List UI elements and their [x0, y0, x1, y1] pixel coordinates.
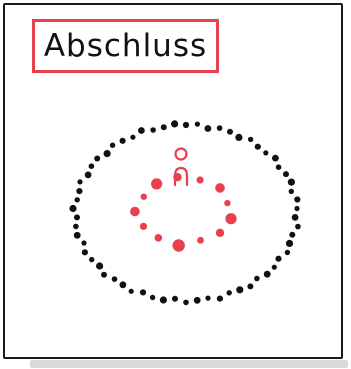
inner-dot	[151, 178, 162, 189]
outer-dot	[69, 205, 76, 212]
outer-dot	[73, 224, 79, 230]
outer-dot	[112, 276, 118, 282]
outer-dot	[272, 265, 277, 270]
outer-dot	[205, 296, 210, 301]
outer-dot	[294, 196, 300, 202]
inner-dot	[141, 194, 147, 200]
outer-dot	[85, 172, 92, 179]
outer-dot	[120, 138, 126, 144]
inner-dot	[130, 207, 140, 217]
outer-dot	[74, 232, 81, 239]
outer-dot	[195, 122, 200, 127]
outer-dot	[81, 240, 86, 245]
outer-dot	[94, 156, 100, 162]
inner-dot	[225, 213, 236, 224]
outer-dot	[255, 144, 261, 150]
outer-dot	[247, 283, 253, 289]
outer-dot	[172, 296, 178, 302]
outer-dot	[183, 122, 189, 128]
outer-dot	[150, 127, 156, 133]
outer-dot	[248, 137, 253, 142]
outer-dot	[160, 296, 167, 303]
outer-dot	[227, 129, 233, 135]
inner-dot	[197, 237, 204, 244]
inner-dot	[173, 239, 185, 251]
outer-dot	[82, 249, 88, 255]
outer-dot	[104, 150, 111, 157]
outer-dot	[288, 179, 295, 186]
outer-dot	[75, 197, 80, 202]
outer-dot	[96, 262, 103, 269]
outer-dot	[275, 256, 281, 262]
inner-dot	[224, 200, 230, 206]
outer-dot	[272, 155, 279, 162]
outer-dot	[140, 289, 146, 295]
outer-dot	[101, 272, 107, 278]
outer-dot	[292, 214, 299, 221]
inner-dot	[216, 229, 224, 237]
outer-dot	[76, 188, 82, 194]
outer-dot	[161, 124, 167, 130]
outer-dot	[129, 289, 134, 294]
outer-dot	[236, 286, 243, 293]
outer-dot	[264, 271, 271, 278]
outer-dot	[295, 224, 301, 230]
outer-dot	[194, 297, 201, 304]
outer-dot	[235, 134, 242, 141]
outer-dot	[217, 125, 223, 131]
outer-dot	[130, 135, 135, 140]
outer-dot	[289, 189, 294, 194]
inner-dot	[140, 223, 147, 230]
inner-dot	[155, 234, 163, 242]
inner-dot	[215, 183, 225, 193]
outer-dot	[276, 164, 282, 170]
outer-dot	[283, 171, 289, 177]
outer-dot	[110, 143, 115, 148]
outer-dot	[138, 127, 145, 134]
outer-dot	[227, 290, 232, 295]
inner-dot	[197, 176, 204, 183]
outer-dot	[205, 125, 212, 132]
outer-dot	[254, 276, 260, 282]
outer-dot	[120, 281, 127, 288]
outer-dot	[294, 206, 299, 211]
outer-dot	[89, 163, 95, 169]
outer-dot	[183, 300, 189, 306]
outer-dot	[263, 150, 268, 155]
outer-dot-ring	[69, 120, 300, 305]
outer-dot	[171, 120, 178, 127]
inner-dot-ring	[130, 173, 237, 252]
outer-dot	[150, 295, 155, 300]
outer-dot	[77, 179, 82, 184]
outer-dot	[74, 214, 80, 220]
outer-dot	[89, 257, 94, 262]
outer-dot	[217, 296, 223, 302]
outer-dot	[289, 232, 295, 238]
outer-dot	[286, 240, 293, 247]
outer-dot	[285, 250, 290, 255]
